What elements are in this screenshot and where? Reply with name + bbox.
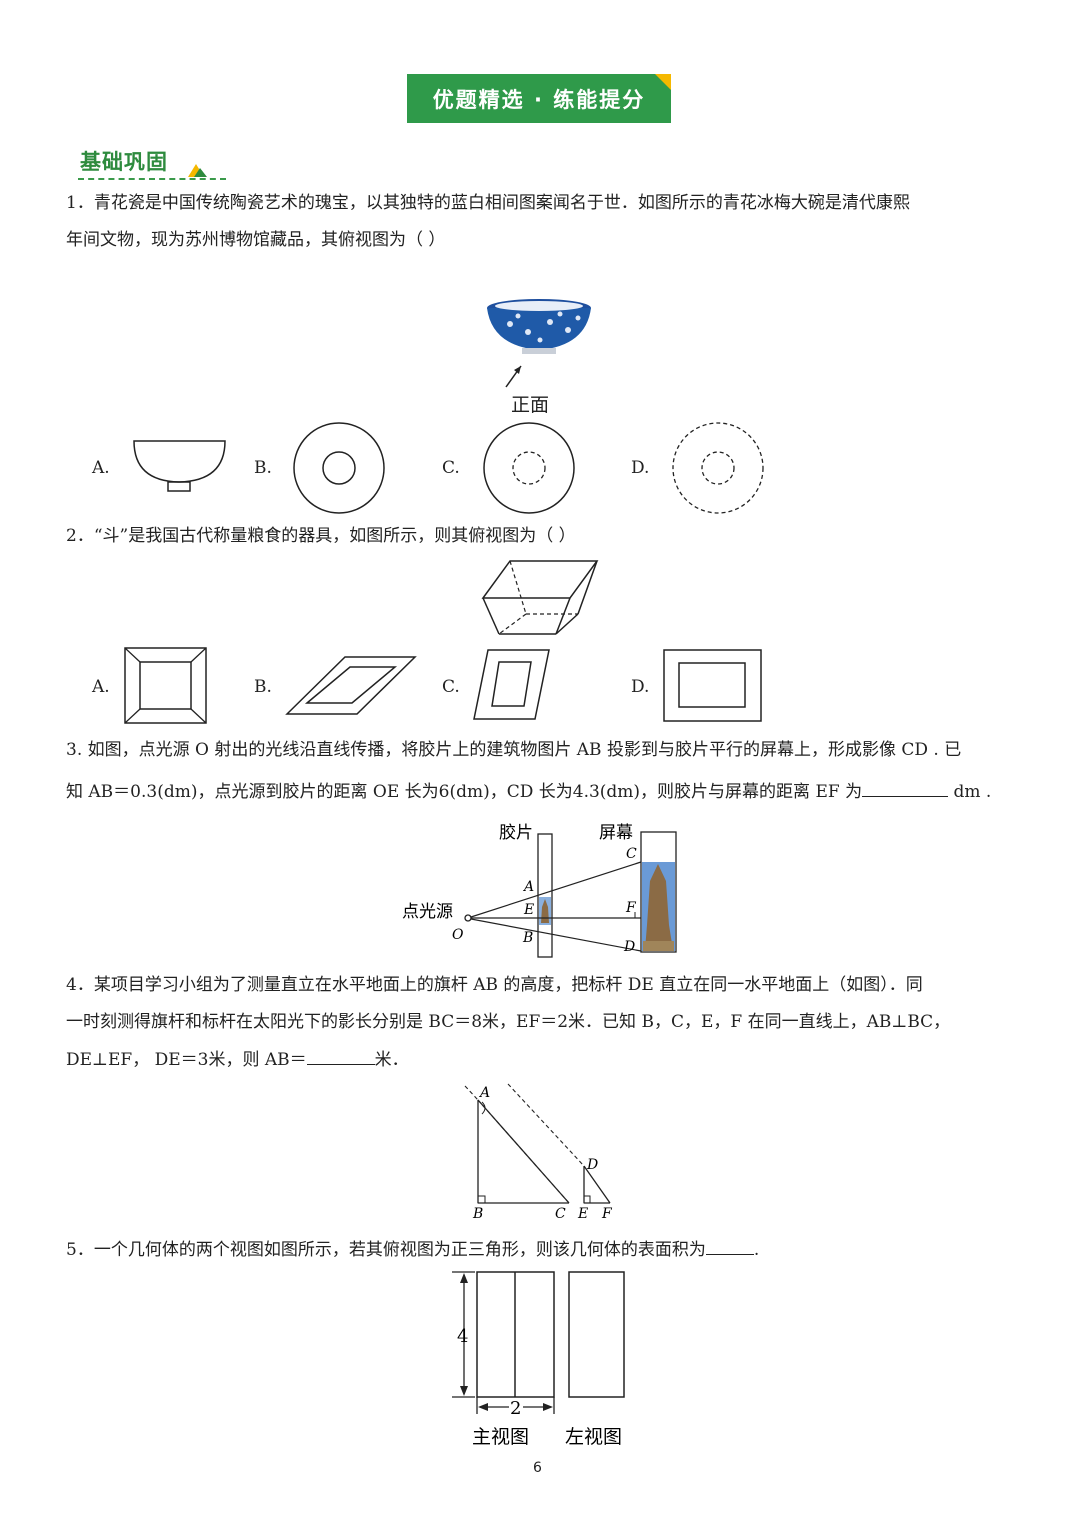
q2-text-line1: 2．“斗”是我国古代称量粮食的器具，如图所示，则其俯视图为（ ） xyxy=(66,526,576,546)
q5-text-line1-end: . xyxy=(753,1240,760,1260)
q1-option-d-label: D. xyxy=(631,458,650,478)
q1-text-line2: 年间文物，现为苏州博物馆藏品，其俯视图为（ ） xyxy=(66,230,446,250)
q4-text-line1: 4．某项目学习小组为了测量直立在水平地面上的旗杆 AB 的高度，把标杆 DE 直… xyxy=(66,975,923,995)
point-b: B xyxy=(472,1206,483,1222)
q1-option-b-figure xyxy=(293,422,385,514)
q1-option-c-figure xyxy=(483,422,575,514)
q2-option-a-figure xyxy=(124,647,207,724)
three-view-diagram: 4 2 主视图 左视图 xyxy=(452,1271,625,1448)
film-label: 胶片 xyxy=(499,823,533,843)
section-underline xyxy=(78,178,226,180)
point-e: E xyxy=(523,902,534,918)
bowl-picture xyxy=(487,299,591,388)
point-c: C xyxy=(555,1206,566,1222)
projection-diagram: 胶片 屏幕 点光源 O A E B C F D xyxy=(402,823,677,958)
q4-text-line3-unit: 米． xyxy=(374,1050,409,1070)
q1-option-a-figure xyxy=(133,440,226,492)
point-o: O xyxy=(452,927,464,943)
mountain-icon xyxy=(188,164,207,177)
banner-corner xyxy=(655,74,671,90)
point-d: D xyxy=(586,1157,598,1173)
point-f: F xyxy=(625,900,637,916)
section-title: 基础巩固 xyxy=(80,150,168,174)
q4-text-line3: DE⊥EF， DE＝3米，则 AB＝ 米． xyxy=(66,1048,409,1071)
q3-text-line2: 知 AB＝0.3(dm)，点光源到胶片的距离 OE 长为6(dm)，CD 长为4… xyxy=(66,780,991,803)
point-e: E xyxy=(577,1206,588,1222)
q4-text-line2: 一时刻测得旗杆和标杆在太阳光下的影长分别是 BC＝8米，EF＝2米．已知 B，C… xyxy=(66,1012,951,1032)
q1-text-line1: 1．青花瓷是中国传统陶瓷艺术的瑰宝，以其独特的蓝白相间图案闻名于世．如图所示的青… xyxy=(66,193,910,213)
q1-option-d-figure xyxy=(672,422,764,514)
point-c: C xyxy=(626,846,637,862)
q1-option-c-label: C. xyxy=(442,458,460,478)
q2-option-c-label: C. xyxy=(442,677,460,697)
point-a: A xyxy=(522,879,534,895)
width-label: 2 xyxy=(510,1398,521,1419)
front-view-label: 主视图 xyxy=(472,1426,529,1448)
q3-text-line1: 3. 如图，点光源 O 射出的光线沿直线传播，将胶片上的建筑物图片 AB 投影到… xyxy=(66,740,962,760)
q1-option-a-label: A. xyxy=(92,458,110,478)
point-a: A xyxy=(478,1085,490,1101)
point-b: B xyxy=(522,930,533,946)
banner-title: 优题精选 · 练能提分 xyxy=(407,74,671,123)
q2-option-c-figure xyxy=(473,649,550,720)
left-view-label: 左视图 xyxy=(565,1426,622,1448)
q2-option-a-label: A. xyxy=(92,677,110,697)
point-d: D xyxy=(623,939,635,955)
source-label: 点光源 xyxy=(402,902,453,922)
q5-answer-blank[interactable] xyxy=(705,1238,754,1255)
q2-option-d-figure xyxy=(663,649,762,722)
flagpole-diagram: A B C D E F xyxy=(464,1083,613,1222)
q5-text-line1-main: 5．一个几何体的两个视图如图所示，若其俯视图为正三角形，则该几何体的表面积为 xyxy=(66,1240,706,1260)
point-f: F xyxy=(601,1206,613,1222)
q1-option-b-label: B. xyxy=(254,458,272,478)
front-label: 正面 xyxy=(511,394,550,416)
q2-option-b-label: B. xyxy=(254,677,272,697)
q4-answer-blank[interactable] xyxy=(306,1048,375,1065)
q2-option-b-figure xyxy=(285,656,417,715)
height-label: 4 xyxy=(457,1326,468,1347)
q3-text-line2-main: 知 AB＝0.3(dm)，点光源到胶片的距离 OE 长为6(dm)，CD 长为4… xyxy=(66,782,863,802)
q2-option-d-label: D. xyxy=(631,677,650,697)
dou-picture xyxy=(481,560,599,635)
q5-text-line1: 5．一个几何体的两个视图如图所示，若其俯视图为正三角形，则该几何体的表面积为. xyxy=(66,1238,759,1261)
q4-text-line3-main: DE⊥EF， DE＝3米，则 AB＝ xyxy=(66,1050,307,1070)
q3-text-line2-unit: dm . xyxy=(953,782,992,802)
screen-label: 屏幕 xyxy=(599,823,633,843)
q3-answer-blank[interactable] xyxy=(862,780,949,797)
page-number: 6 xyxy=(533,1460,542,1476)
